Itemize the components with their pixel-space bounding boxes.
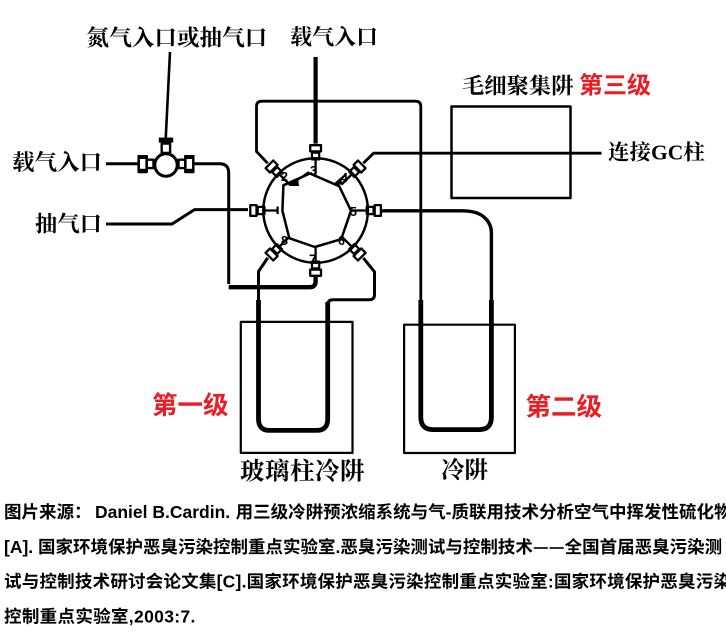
svg-text:载气入口: 载气入口 bbox=[290, 21, 378, 52]
svg-text:控制重点实验室,2003:7.: 控制重点实验室,2003:7. bbox=[4, 603, 196, 628]
svg-text:氮气入口或抽气口: 氮气入口或抽气口 bbox=[87, 21, 268, 53]
svg-text:5: 5 bbox=[350, 205, 357, 219]
svg-text:第三级: 第三级 bbox=[579, 66, 651, 101]
svg-text:第一级: 第一级 bbox=[152, 385, 229, 422]
svg-text:第二级: 第二级 bbox=[526, 387, 603, 424]
svg-text:7: 7 bbox=[309, 251, 317, 267]
svg-text:载气入口: 载气入口 bbox=[12, 145, 102, 177]
svg-text:抽气口: 抽气口 bbox=[35, 207, 102, 239]
svg-text:4: 4 bbox=[341, 171, 348, 185]
svg-text:毛细聚集阱: 毛细聚集阱 bbox=[462, 69, 574, 101]
svg-text:[A]. 国家环境保护恶臭污染控制重点实验室.恶臭污染测试与: [A]. 国家环境保护恶臭污染控制重点实验室.恶臭污染测试与控制技术——全国首届… bbox=[4, 534, 722, 559]
svg-text:冷阱: 冷阱 bbox=[441, 451, 488, 485]
svg-text:6: 6 bbox=[338, 234, 345, 248]
svg-text:8: 8 bbox=[281, 234, 288, 248]
svg-text:2: 2 bbox=[281, 170, 288, 184]
svg-text:试与控制技术研讨会论文集[C].国家环境保护恶臭污染控制重点: 试与控制技术研讨会论文集[C].国家环境保护恶臭污染控制重点实验室:国家环境保护… bbox=[4, 569, 726, 594]
svg-text:3: 3 bbox=[310, 164, 317, 178]
svg-text:图片来源：Daniel B.Cardin.用三级冷阱预浓缩系: 图片来源：Daniel B.Cardin.用三级冷阱预浓缩系统与气-质联用技术分… bbox=[4, 499, 726, 524]
svg-text:连接GC柱: 连接GC柱 bbox=[608, 136, 705, 167]
svg-text:玻璃柱冷阱: 玻璃柱冷阱 bbox=[240, 453, 365, 488]
